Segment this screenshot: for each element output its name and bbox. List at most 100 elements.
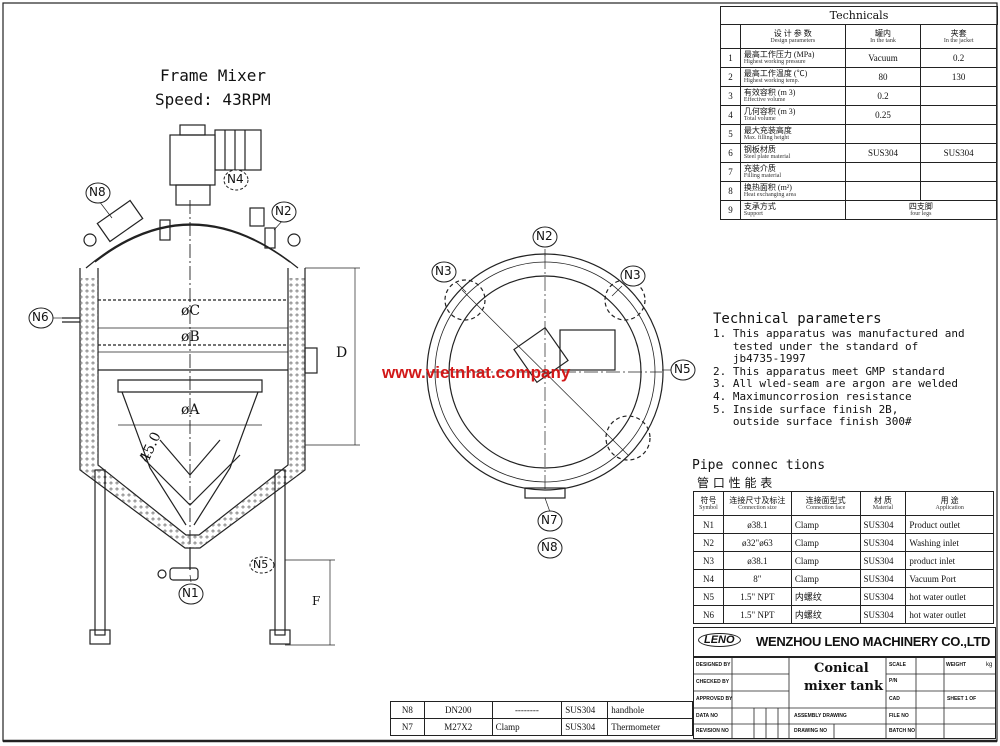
row-zh: 支承方式 <box>743 202 776 211</box>
pipe-face: Clamp <box>790 551 861 570</box>
balloon-label-n3-left: N3 <box>435 264 452 278</box>
param-zh: 设 计 参 数 <box>773 28 812 38</box>
pipe-title-en: Pipe connec tions <box>692 458 826 473</box>
drawing-no-label: DRAWING NO <box>794 728 828 734</box>
jacket-en: In the jacket <box>943 37 974 44</box>
pipe-row: N4 8" Clamp SUS304 Vacuum Port <box>693 569 994 588</box>
row-no: 1 <box>720 48 741 68</box>
pipe-row: N6 1.5" NPT 内螺纹 SUS304 hot water outlet <box>693 605 994 624</box>
row-no: 3 <box>720 86 741 106</box>
pipe-mat: SUS304 <box>859 551 907 570</box>
pipe-mat: SUS304 <box>859 587 907 606</box>
pipe-sym: N1 <box>693 515 724 534</box>
pipe-app: Washing inlet <box>905 533 994 552</box>
parts-table: N8 DN200 -------- SUS304 handhole N7 M27… <box>390 701 693 736</box>
balloon-n3-right <box>620 265 646 287</box>
balloon-n8-top <box>537 537 563 559</box>
date-no-label: DATA NO <box>696 713 718 719</box>
part-sym: N8 <box>390 701 425 719</box>
drawing-title-2: mixer tank <box>804 679 883 694</box>
part-app: Thermometer <box>607 718 693 736</box>
note-line: 4. Maximuncorrosion resistance <box>713 389 912 403</box>
weight-label: WEIGHT <box>946 662 966 668</box>
balloon-label-n3-right: N3 <box>624 268 641 282</box>
row-zh: 最高工作压力 (MPa) <box>743 50 815 59</box>
row-en: Filling material <box>743 173 782 179</box>
technicals-row: 1 最高工作压力 (MPa)Highest working pressure V… <box>720 48 997 68</box>
row-tank: 80 <box>844 67 922 87</box>
row-jacket <box>920 181 997 201</box>
balloon-label-n5-top: N5 <box>674 362 691 376</box>
part-sym: N7 <box>390 718 425 736</box>
pipe-row: N1 ø38.1 Clamp SUS304 Product outlet <box>693 515 994 534</box>
pipe-size: ø38.1 <box>722 515 792 534</box>
technicals-row: 2 最高工作温度 (℃)Highest working temp. 80 130 <box>720 67 997 87</box>
row-tank: 0.25 <box>844 105 922 125</box>
pipe-face: 内螺纹 <box>790 605 861 624</box>
row-en: Heat exchanging area <box>743 192 796 198</box>
jacket-zh: 夹套 <box>950 28 967 38</box>
balloon-label-n2-front: N2 <box>275 204 292 218</box>
pipe-mat: SUS304 <box>859 515 907 534</box>
row-tank: Vacuum <box>844 48 922 68</box>
balloon-n5-top <box>670 359 696 381</box>
pipe-size: 1.5" NPT <box>722 587 792 606</box>
balloon-n4-front <box>223 169 249 191</box>
scale-label: SCALE <box>889 662 906 668</box>
technicals-row: 8 换热面积 (m²)Heat exchanging area <box>720 181 997 201</box>
frame-mixer-title: Frame Mixer <box>160 66 266 85</box>
pipe-sym: N4 <box>693 569 724 588</box>
row-no: 8 <box>720 181 741 201</box>
technicals-row: 4 几何容积 (m 3)Total volume 0.25 <box>720 105 997 125</box>
note-line: 3. All wled-seam are argon are welded <box>713 377 959 391</box>
balloon-label-n5-front: N5 <box>253 558 269 571</box>
row-jacket <box>920 86 997 106</box>
row-zh: 充装介质 <box>743 164 776 173</box>
gearbox <box>169 134 216 186</box>
row-jacket: SUS304 <box>920 143 997 163</box>
face-en: Connection face <box>806 504 846 511</box>
row-tank <box>844 181 922 201</box>
pipe-app: Product outlet <box>905 515 994 534</box>
balloon-n2-front <box>271 201 297 223</box>
param-en: Design parameters <box>770 37 816 44</box>
part-face: Clamp <box>491 718 563 736</box>
balloon-label-n8-top: N8 <box>541 540 558 554</box>
row-zh: 几何容积 (m 3) <box>743 107 796 116</box>
pipe-size: 8" <box>722 569 792 588</box>
pipe-app: product inlet <box>905 551 994 570</box>
assembly-label: ASSEMBLY DRAWING <box>794 713 847 719</box>
row-jacket <box>920 162 997 182</box>
dim-phi-c: øC <box>181 303 201 319</box>
pipe-size: ø32"ø63 <box>722 533 792 552</box>
symbol-zh: 符号 <box>700 495 717 505</box>
row-en: Steel plate material <box>743 154 791 160</box>
balloon-n7 <box>537 510 563 532</box>
size-zh: 连接尺寸及标注 <box>729 495 786 505</box>
pipe-row: N2 ø32"ø63 Clamp SUS304 Washing inlet <box>693 533 994 552</box>
pipe-face: Clamp <box>790 533 861 552</box>
mixer-speed: Speed: 43RPM <box>155 90 271 109</box>
pipe-size: ø38.1 <box>722 551 792 570</box>
pipe-mat: SUS304 <box>859 605 907 624</box>
tech-params-title: Technical parameters <box>713 311 882 327</box>
company-name: WENZHOU LENO MACHINERY CO.,LTD <box>756 634 991 649</box>
pipe-row: N3 ø38.1 Clamp SUS304 product inlet <box>693 551 994 570</box>
note-line: 2. This apparatus meet GMP standard <box>713 364 945 378</box>
dim-f: F <box>312 594 321 608</box>
row-tank: 0.2 <box>844 86 922 106</box>
pipe-sym: N3 <box>693 551 724 570</box>
mat-zh: 材 质 <box>873 495 892 505</box>
tank-zh: 罐内 <box>875 28 891 38</box>
row-jacket: 130 <box>920 67 997 87</box>
parts-row: N7 M27X2 Clamp SUS304 Thermometer <box>390 718 693 736</box>
checked-by-label: CHECKED BY <box>696 679 730 685</box>
pipe-mat: SUS304 <box>859 569 907 588</box>
drawing-title-1: Conical <box>814 661 869 676</box>
tank-en: In the tank <box>870 37 896 44</box>
row-en: Support <box>743 211 763 217</box>
